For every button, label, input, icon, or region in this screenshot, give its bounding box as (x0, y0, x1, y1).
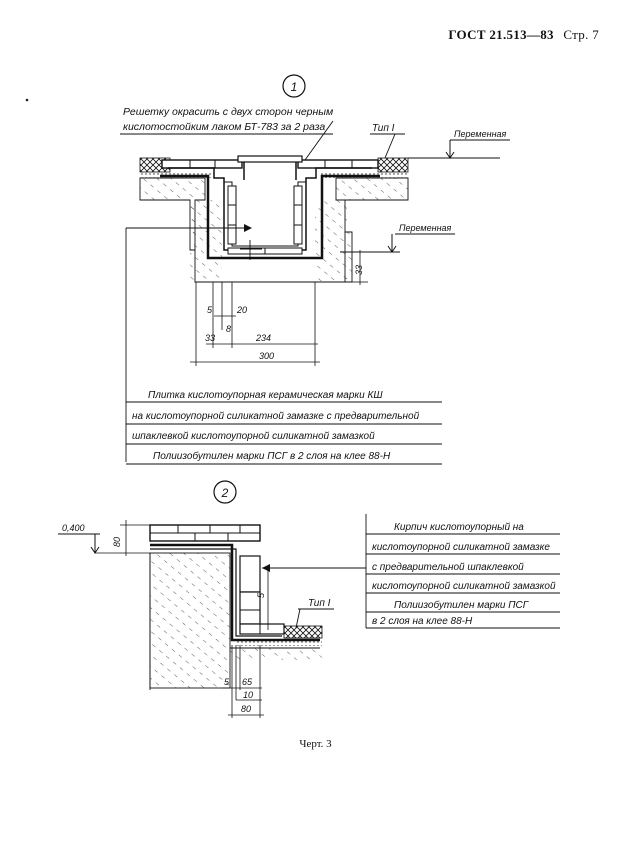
page-header: ГОСТ 21.513—83 Стр. 7 (442, 27, 599, 43)
detail-2-type-label: Тип I (308, 598, 331, 609)
figure-caption: Черт. 3 (299, 738, 332, 750)
detail-2-legend-item: кислотоупорной силикатной замазке (372, 542, 550, 553)
detail-2-dim-5-right: 5 (256, 592, 266, 598)
detail-1-legend-item: на кислотоупорной силикатной замазке с п… (132, 411, 420, 422)
detail-1-legend: Плитка кислотоупорная керамическая марки… (126, 390, 442, 465)
detail-2-marker: 2 (221, 486, 229, 500)
detail-2-dim-10: 10 (243, 690, 253, 700)
detail-1-marker: 1 (291, 80, 298, 94)
detail-1-dim-234: 234 (255, 333, 271, 343)
detail-1-dim-8: 8 (226, 324, 231, 334)
detail-2-level: 0,400 (62, 523, 85, 533)
page-number: Стр. 7 (563, 27, 599, 42)
detail-1-level-mid: Переменная (399, 223, 452, 233)
detail-1-level-top: Переменная (454, 129, 507, 139)
detail-1-dim-33-left: 33 (205, 333, 215, 343)
detail-1-dim-300: 300 (259, 351, 274, 361)
detail-2-legend-item: в 2 слоя на клее 88-Н (372, 616, 473, 627)
detail-2-legend: Кирпич кислотоупорный на кислотоупорной … (365, 514, 560, 629)
detail-2-dim-65: 65 (242, 677, 253, 687)
detail-2-legend-item: кислотоупорной силикатной замазкой (372, 581, 556, 592)
detail-2-marker-circle (213, 480, 237, 504)
detail-2-dim-5: 5 (224, 677, 230, 687)
detail-2: 2 0,400 80 (58, 480, 560, 718)
detail-1-dim-33-right: 33 (354, 265, 364, 275)
detail-2-dim-80: 80 (241, 704, 251, 714)
detail-1-note-line2: кислотостойким лаком БТ-783 за 2 раза (123, 121, 325, 133)
detail-2-legend-item: с предварительной шпаклевкой (372, 562, 524, 573)
grating (237, 155, 303, 163)
detail-1: 1 Решетку окрасить с двух сторон черным … (120, 74, 510, 465)
detail-2-legend-item: Кирпич кислотоупорный на (394, 522, 524, 533)
detail-1-dim-20: 20 (236, 305, 247, 315)
detail-1-type-label: Тип I (372, 123, 395, 134)
detail-1-dim-5: 5 (207, 305, 213, 315)
detail-1-legend-item: шпаклевкой кислотоупорной силикатной зам… (132, 431, 375, 442)
detail-1-legend-item: Полиизобутилен марки ПСГ в 2 слоя на кле… (153, 450, 391, 462)
note-leader (304, 120, 334, 161)
detail-1-note-line1: Решетку окрасить с двух сторон черным (123, 106, 333, 118)
detail-2-legend-item: Полиизобутилен марки ПСГ (394, 599, 530, 611)
detail-1-legend-item: Плитка кислотоупорная керамическая марки… (148, 390, 383, 401)
standard-number: ГОСТ 21.513—83 (448, 27, 554, 42)
detail-1-marker-circle (282, 74, 306, 98)
stray-dot (25, 98, 29, 102)
detail-2-dim-80-top: 80 (112, 537, 122, 547)
